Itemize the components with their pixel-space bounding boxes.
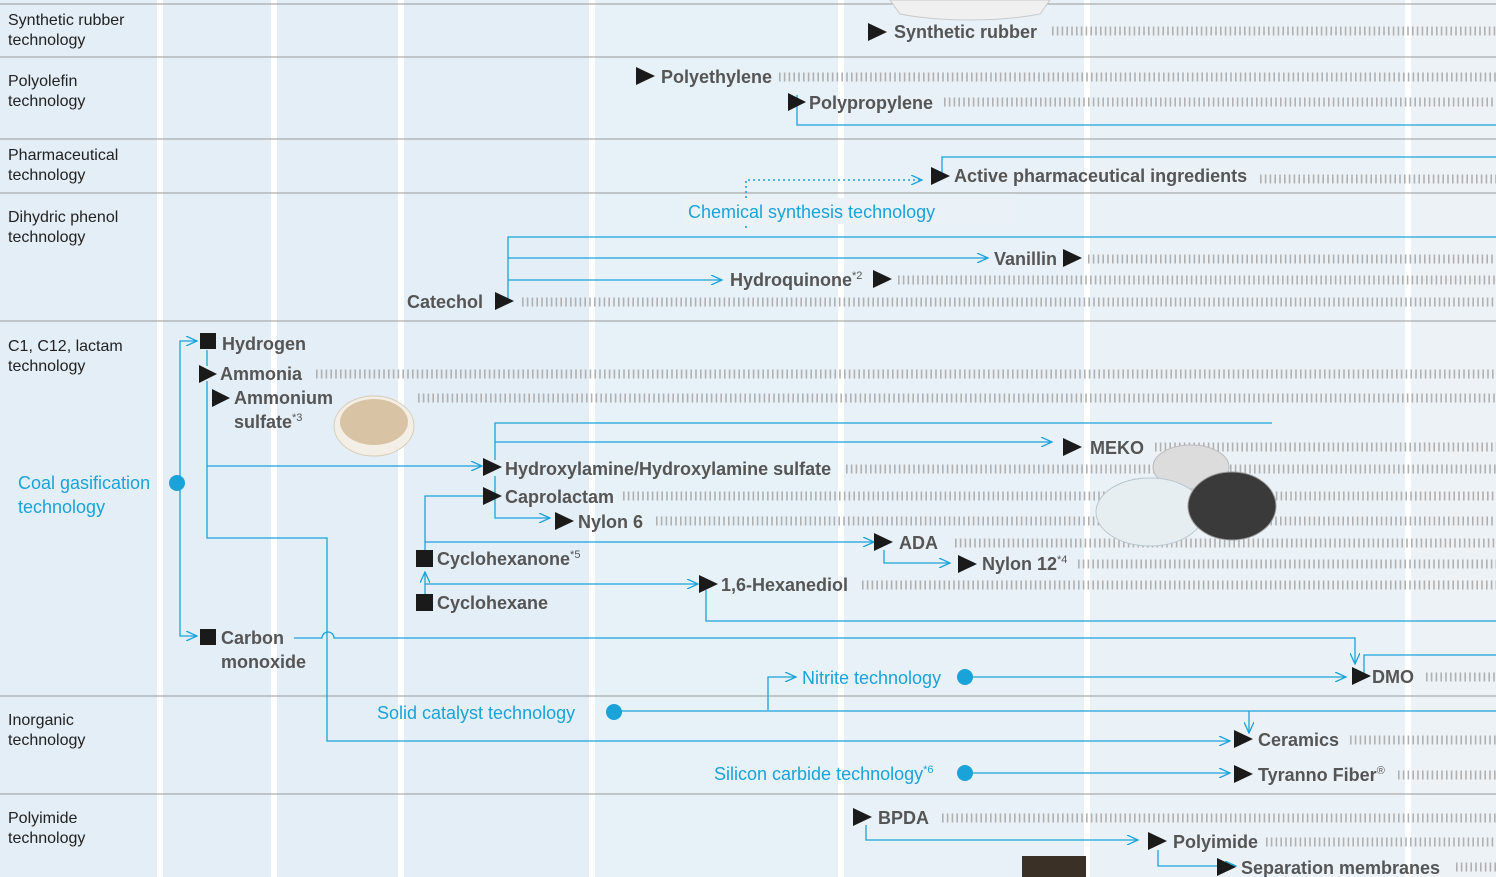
fiber-spool-image [1022,856,1086,877]
label-nylon-12: Nylon 12*4 [982,554,1067,574]
label-hydrogen: Hydrogen [222,334,306,354]
category-polyolefin: Polyolefin technology [8,73,86,110]
label-polyimide: Polyimide [1173,832,1258,852]
hatch-bars [316,26,1496,872]
category-inorganic: Inorganic technology [8,712,86,749]
label-active-pharmaceutical-ingredients: Active pharmaceutical ingredients [954,166,1247,186]
label-hydroxylamine: Hydroxylamine/Hydroxylamine sulfate [505,459,831,479]
rubber-sample-image [889,0,1051,21]
label-meko: MEKO [1090,438,1144,458]
label-ada: ADA [899,533,938,553]
label-ammonia: Ammonia [220,364,303,384]
category-dihydric-phenol: Dihydric phenol technology [8,209,119,246]
category-synthetic-rubber: Synthetic rubber technology [8,12,125,49]
flow-lines [179,95,1496,866]
label-solid-catalyst-technology: Solid catalyst technology [377,703,575,723]
label-polyethylene: Polyethylene [661,67,772,87]
label-catechol: Catechol [407,292,483,312]
product-labels: Synthetic rubber Polyethylene Polypropyl… [220,22,1440,877]
label-cyclohexane: Cyclohexane [437,593,548,613]
label-nitrite-technology: Nitrite technology [802,668,941,688]
label-bpda: BPDA [878,808,929,828]
pellet-samples-image [1095,444,1277,547]
label-silicon-carbide-technology: Silicon carbide technology*6 [714,764,934,784]
label-hydroquinone: Hydroquinone*2 [730,270,862,290]
product-markers [199,23,1371,876]
label-ceramics: Ceramics [1258,730,1339,750]
category-polyimide: Polyimide technology [8,810,86,847]
technology-labels: Chemical synthesis technology Coal gasif… [18,198,1015,784]
label-cyclohexanone: Cyclohexanone*5 [437,549,580,569]
technology-dots [169,475,973,781]
label-carbon-monoxide-line2: monoxide [221,652,306,672]
row-separators [0,3,1496,795]
label-dmo: DMO [1372,667,1414,687]
category-c1-c12-lactam: C1, C12, lactam technology [8,338,123,375]
label-tyranno-fiber: Tyranno Fiber® [1258,765,1385,785]
label-nylon-6: Nylon 6 [578,512,643,532]
label-chemical-synthesis-technology: Chemical synthesis technology [688,202,935,222]
label-caprolactam: Caprolactam [505,487,614,507]
label-carbon-monoxide-line1: Carbon [221,628,284,648]
label-polypropylene: Polypropylene [809,93,933,113]
label-synthetic-rubber: Synthetic rubber [894,22,1037,42]
label-ammonium-sulfate-line1: Ammonium [234,388,333,408]
label-separation-membranes: Separation membranes [1241,858,1440,877]
label-ammonium-sulfate-line2: sulfate*3 [234,412,302,432]
label-coal-gasification-line1: Coal gasification [18,473,150,493]
label-hexanediol: 1,6-Hexanediol [721,575,848,595]
label-coal-gasification-line2: technology [18,497,105,517]
category-pharmaceutical: Pharmaceutical technology [8,147,119,184]
ammonium-sulfate-sample-image [333,395,415,457]
label-vanillin: Vanillin [994,249,1057,269]
